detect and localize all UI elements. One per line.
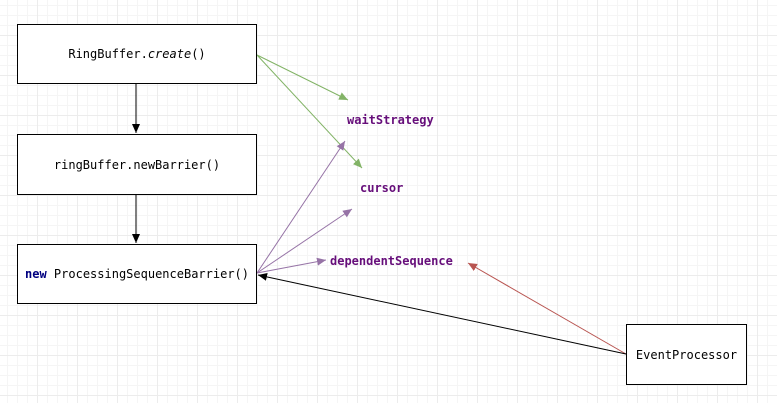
node-create-object: RingBuffer. bbox=[68, 47, 148, 61]
node-psb-label: ProcessingSequenceBarrier() bbox=[53, 267, 249, 281]
field-waitstrategy: waitStrategy bbox=[347, 113, 434, 127]
edge-psb-to-cursor bbox=[256, 208, 353, 274]
edge-processor-to-psb bbox=[257, 272, 627, 355]
field-cursor: cursor bbox=[360, 181, 404, 195]
edge-psb-to-dependentsequence bbox=[256, 257, 327, 274]
node-processing-sequence-barrier: new ProcessingSequenceBarrier() bbox=[17, 244, 257, 304]
node-psb-keyword: new bbox=[25, 267, 47, 281]
node-processor-label: EventProcessor bbox=[635, 347, 738, 362]
edge-processor-to-dependentsequence bbox=[467, 262, 627, 355]
node-newbarrier: ringBuffer.newBarrier() bbox=[17, 134, 257, 195]
field-dependentsequence: dependentSequence bbox=[330, 254, 453, 268]
node-newbarrier-label: ringBuffer.newBarrier() bbox=[53, 157, 221, 172]
edge-create-to-waitstrategy bbox=[256, 54, 349, 101]
edge-create-to-cursor bbox=[256, 54, 363, 169]
node-event-processor: EventProcessor bbox=[626, 324, 747, 385]
node-create-args: () bbox=[191, 47, 206, 61]
node-ringbuffer-create: RingBuffer.create() bbox=[17, 24, 257, 84]
node-create-method: create bbox=[147, 47, 192, 61]
edge-psb-to-waitstrategy bbox=[256, 140, 346, 274]
